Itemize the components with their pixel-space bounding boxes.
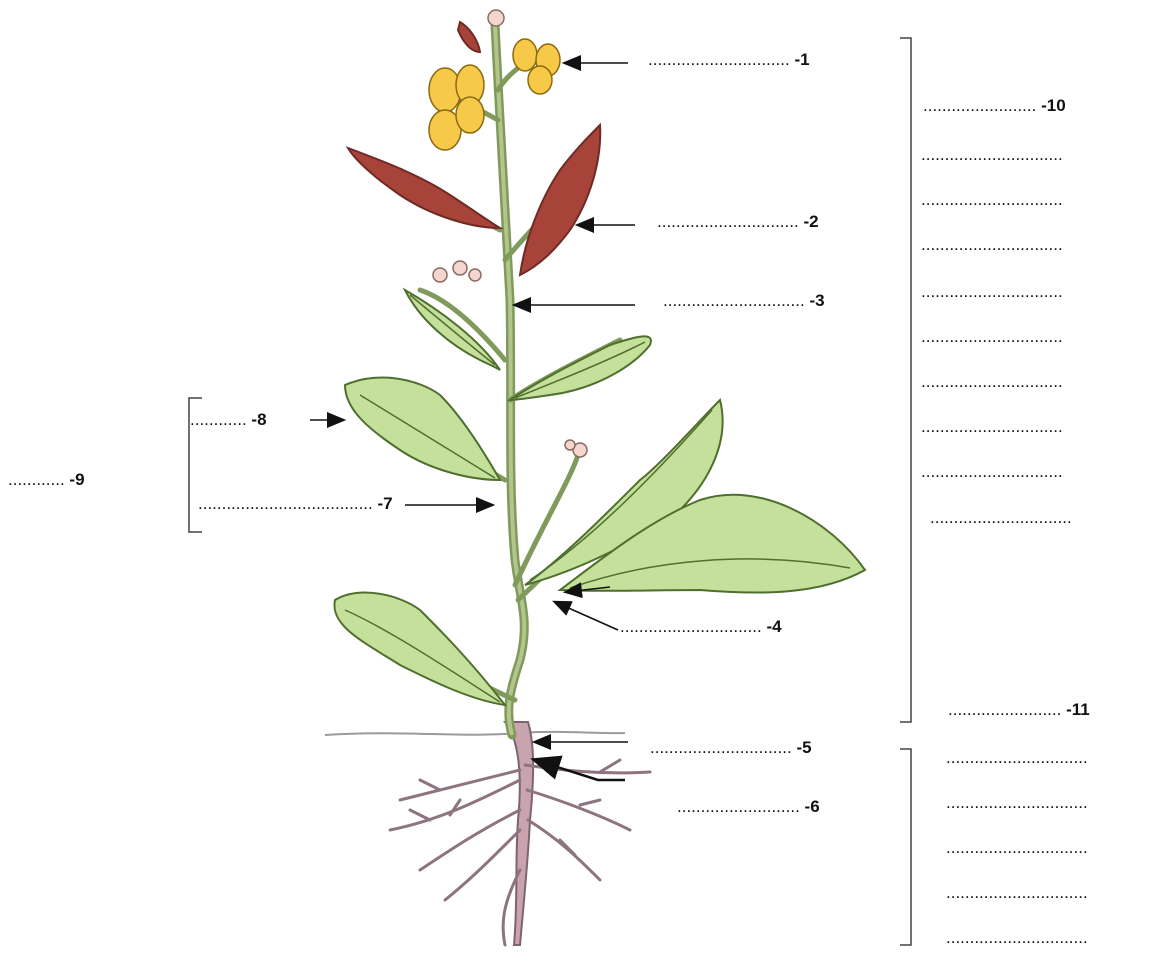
answer-blank[interactable]: .......................... <box>677 797 800 816</box>
answer-line-11-4[interactable]: .............................. <box>946 883 1088 903</box>
label-number: -9 <box>69 470 84 489</box>
answer-blank[interactable]: .............................. <box>663 291 805 310</box>
label-number: -3 <box>809 291 824 310</box>
label-6: .......................... -6 <box>677 797 820 817</box>
answer-line-11-5[interactable]: .............................. <box>946 928 1088 948</box>
answer-line-10-9[interactable]: .............................. <box>930 508 1072 528</box>
answer-blank[interactable]: .............................. <box>650 738 792 757</box>
label-number: -5 <box>796 738 811 757</box>
answer-line-11-3[interactable]: .............................. <box>946 838 1088 858</box>
label-number: -8 <box>251 410 266 429</box>
label-5: .............................. -5 <box>650 738 812 758</box>
answer-line-10-4[interactable]: .............................. <box>921 282 1063 302</box>
answer-blank[interactable]: ............ <box>190 410 247 429</box>
label-11: ........................ -11 <box>948 700 1090 720</box>
answer-line-11-2[interactable]: .............................. <box>946 793 1088 813</box>
answer-line-10-2[interactable]: .............................. <box>921 190 1063 210</box>
label-number: -1 <box>794 50 809 69</box>
label-number: -11 <box>1066 700 1090 719</box>
label-8: ............ -8 <box>190 410 267 430</box>
answer-blank[interactable]: ........................ <box>948 700 1061 719</box>
label-7: ..................................... -7 <box>198 494 393 514</box>
answer-blank[interactable]: .............................. <box>620 617 762 636</box>
label-9: ............ -9 <box>8 470 85 490</box>
label-1: .............................. -1 <box>648 50 810 70</box>
answer-line-11-1[interactable]: .............................. <box>946 748 1088 768</box>
root-system <box>505 722 533 945</box>
answer-line-10-6[interactable]: .............................. <box>921 372 1063 392</box>
answer-blank[interactable]: ........................ <box>923 96 1036 115</box>
answer-blank[interactable]: .............................. <box>657 212 799 231</box>
label-3: .............................. -3 <box>663 291 825 311</box>
label-number: -2 <box>803 212 818 231</box>
label-4: .............................. -4 <box>620 617 782 637</box>
answer-blank[interactable]: ..................................... <box>198 494 373 513</box>
label-number: -10 <box>1041 96 1066 115</box>
label-number: -4 <box>766 617 781 636</box>
seed-pods <box>348 22 600 275</box>
label-number: -7 <box>378 494 393 513</box>
soil-line <box>325 732 625 735</box>
answer-line-10-3[interactable]: .............................. <box>921 235 1063 255</box>
label-number: -6 <box>805 797 820 816</box>
answer-line-10-7[interactable]: .............................. <box>921 417 1063 437</box>
leaves <box>334 290 865 705</box>
label-2: .............................. -2 <box>657 212 819 232</box>
answer-line-10-5[interactable]: .............................. <box>921 327 1063 347</box>
answer-blank[interactable]: ............ <box>8 470 65 489</box>
answer-line-10-8[interactable]: .............................. <box>921 462 1063 482</box>
label-10: ........................ -10 <box>923 96 1066 116</box>
answer-line-10-1[interactable]: .............................. <box>921 145 1063 165</box>
answer-blank[interactable]: .............................. <box>648 50 790 69</box>
